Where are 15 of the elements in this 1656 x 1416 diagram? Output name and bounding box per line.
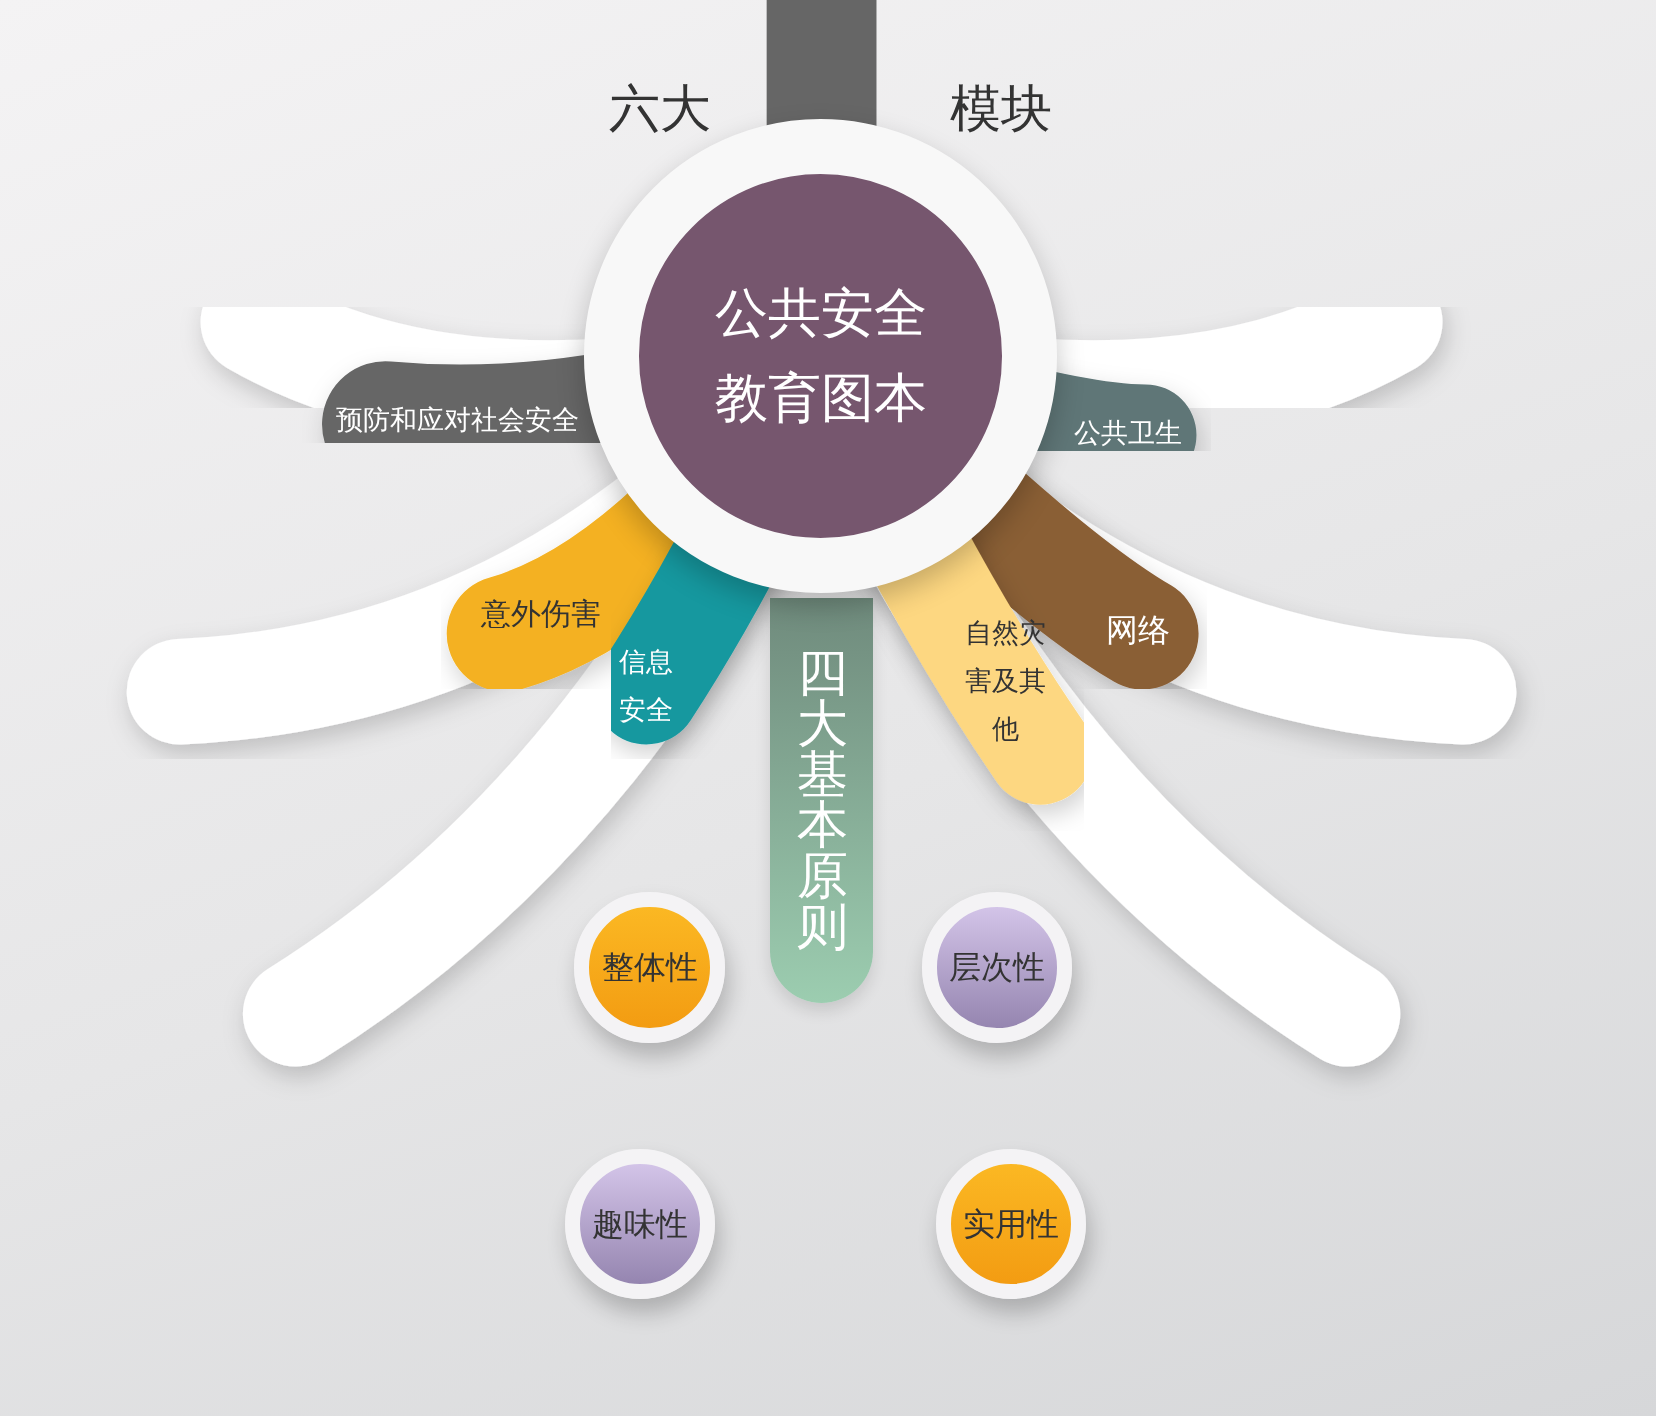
title-text: 公共安全教育图本 (713, 281, 928, 430)
heading-text: 六大 (608, 77, 712, 140)
principle-circle: 整体性 (574, 892, 725, 1043)
heading-text: 模块 (949, 77, 1054, 140)
petal-label: 自然灾害及其他 (958, 609, 1052, 754)
band-text: 四大基本原则 (796, 648, 849, 953)
petal-label: 公共卫生 (1064, 408, 1192, 457)
principle-circle: 实用性 (935, 1148, 1086, 1300)
principle-circle: 趣味性 (564, 1148, 716, 1300)
petal-label: 网络 (1096, 603, 1181, 660)
principle-band (769, 597, 874, 1004)
petal-label: 意外伤害 (466, 588, 615, 641)
principle-circle: 层次性 (921, 892, 1073, 1043)
petal-label: 预防和应对社会安全 (319, 396, 595, 445)
petal-label: 信息安全 (614, 638, 678, 735)
